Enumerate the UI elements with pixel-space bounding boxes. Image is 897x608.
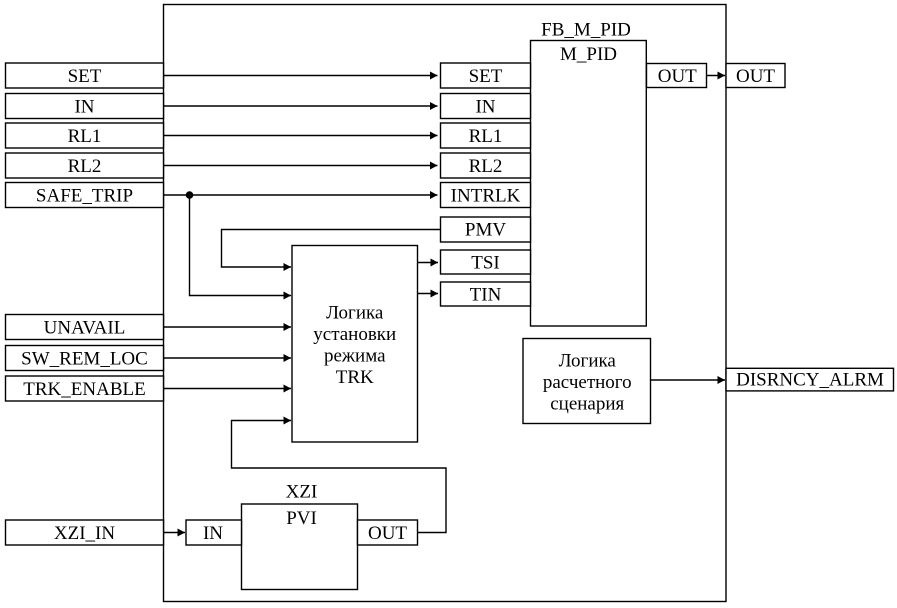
svg-text:XZI_IN: XZI_IN — [54, 523, 115, 544]
svg-text:SET: SET — [68, 66, 102, 87]
svg-text:XZI: XZI — [286, 482, 318, 503]
svg-text:TRK: TRK — [336, 367, 374, 388]
svg-text:FB_M_PID: FB_M_PID — [541, 20, 631, 41]
svg-text:RL2: RL2 — [469, 156, 503, 177]
svg-text:TRK_ENABLE: TRK_ENABLE — [23, 379, 145, 400]
svg-text:IN: IN — [475, 97, 495, 118]
svg-text:режима: режима — [324, 346, 386, 367]
svg-text:IN: IN — [203, 523, 223, 544]
svg-text:INTRLK: INTRLK — [451, 186, 521, 207]
svg-text:OUT: OUT — [658, 66, 697, 87]
svg-text:Логика: Логика — [326, 303, 384, 324]
svg-text:RL1: RL1 — [469, 126, 503, 147]
svg-text:IN: IN — [74, 97, 94, 118]
svg-text:PVI: PVI — [286, 508, 317, 529]
svg-text:SET: SET — [469, 66, 503, 87]
svg-text:установки: установки — [313, 324, 396, 345]
svg-text:SAFE_TRIP: SAFE_TRIP — [36, 186, 133, 207]
svg-text:OUT: OUT — [736, 66, 775, 87]
svg-text:OUT: OUT — [368, 523, 407, 544]
svg-text:сценария: сценария — [550, 394, 624, 415]
svg-text:PMV: PMV — [465, 220, 506, 241]
svg-text:TSI: TSI — [471, 253, 500, 274]
svg-text:TIN: TIN — [470, 285, 502, 306]
svg-text:RL2: RL2 — [68, 156, 102, 177]
svg-text:SW_REM_LOC: SW_REM_LOC — [21, 349, 148, 370]
svg-text:UNAVAIL: UNAVAIL — [44, 318, 126, 339]
svg-text:Логика: Логика — [559, 351, 617, 372]
svg-text:RL1: RL1 — [68, 126, 102, 147]
svg-text:M_PID: M_PID — [560, 44, 617, 65]
svg-text:DISRNCY_ALRM: DISRNCY_ALRM — [736, 370, 884, 391]
svg-text:расчетного: расчетного — [543, 372, 632, 393]
